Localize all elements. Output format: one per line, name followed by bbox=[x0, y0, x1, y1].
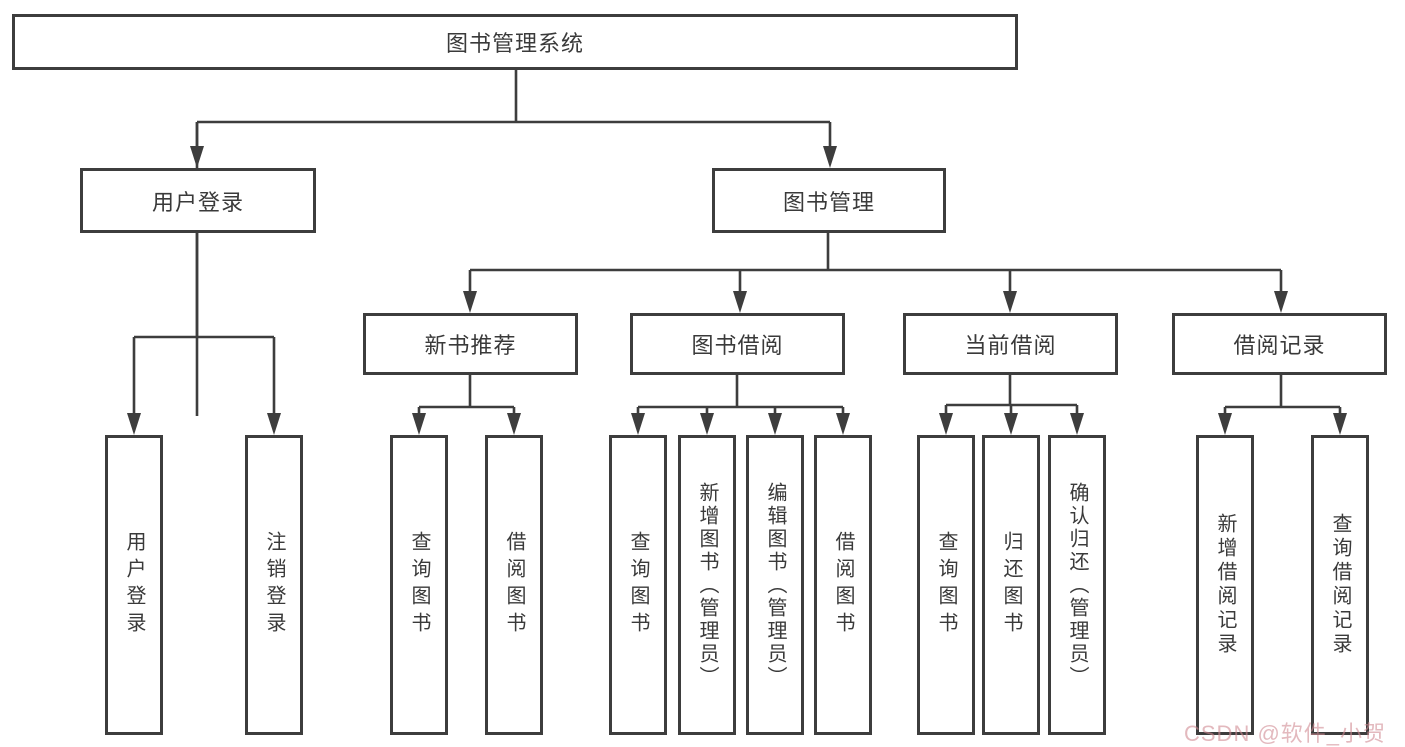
connector-user-login-to-leaves bbox=[127, 233, 281, 435]
node-new-book-recommend: 新书推荐 bbox=[363, 313, 578, 375]
connector-book-borrow-to-leaves bbox=[631, 375, 850, 435]
leaf-edit-book-admin: 编辑图书（管理员） bbox=[746, 435, 804, 735]
leaf-confirm-return-admin: 确认归还（管理员） bbox=[1048, 435, 1106, 735]
leaf-query-book-borrow: 查询图书 bbox=[609, 435, 667, 735]
leaf-borrow-book-recommend: 借阅图书 bbox=[485, 435, 543, 735]
leaf-borrow-book: 借阅图书 bbox=[814, 435, 872, 735]
connector-borrow-records-to-leaves bbox=[1218, 375, 1347, 435]
node-borrow-records: 借阅记录 bbox=[1172, 313, 1387, 375]
node-book-management: 图书管理 bbox=[712, 168, 946, 233]
connector-book-management-to-categories bbox=[463, 233, 1288, 313]
leaf-user-login: 用户登录 bbox=[105, 435, 163, 735]
leaf-add-borrow-record: 新增借阅记录 bbox=[1196, 435, 1254, 735]
leaf-add-book-admin: 新增图书（管理员） bbox=[678, 435, 736, 735]
connector-root-to-level2 bbox=[190, 70, 837, 416]
leaf-query-book-current: 查询图书 bbox=[917, 435, 975, 735]
node-root-library-system: 图书管理系统 bbox=[12, 14, 1018, 70]
node-user-login: 用户登录 bbox=[80, 168, 316, 233]
connector-current-borrow-to-leaves bbox=[939, 375, 1084, 435]
leaf-query-book-recommend: 查询图书 bbox=[390, 435, 448, 735]
csdn-watermark: CSDN @软件_小贺同学 bbox=[1184, 721, 1387, 746]
leaf-query-borrow-record: 查询借阅记录 bbox=[1311, 435, 1369, 735]
leaf-return-book: 归还图书 bbox=[982, 435, 1040, 735]
node-current-borrow: 当前借阅 bbox=[903, 313, 1118, 375]
connector-new-book-recommend-to-leaves bbox=[412, 375, 521, 435]
leaf-logout: 注销登录 bbox=[245, 435, 303, 735]
node-book-borrow: 图书借阅 bbox=[630, 313, 845, 375]
